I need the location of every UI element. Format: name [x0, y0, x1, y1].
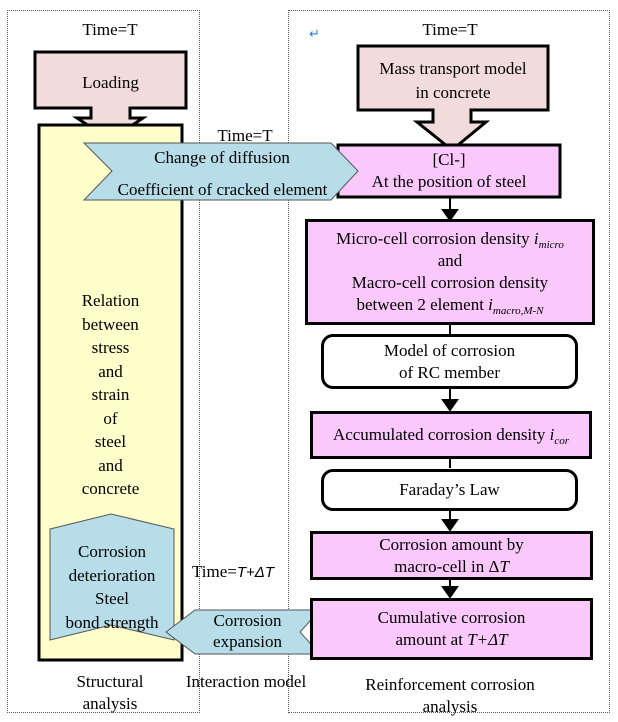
- amount-var: T: [499, 556, 509, 576]
- connector-arrows: [441, 197, 459, 599]
- interaction-time-top: Time=T: [217, 126, 273, 145]
- stress-strain-text: Relation between stress and strain of st…: [39, 289, 182, 501]
- cumulative-expr: T+ΔT: [467, 630, 508, 649]
- structural-footer: Structural analysis: [40, 671, 180, 715]
- macro-var: i: [488, 295, 493, 314]
- relation-line: Relation: [81, 291, 140, 310]
- return-mark-icon: ↵: [309, 27, 320, 42]
- cumulative-corrosion-box: Cumulative corrosion amount at T+ΔT: [310, 598, 593, 660]
- relation-line: steel: [94, 432, 127, 451]
- mass-transport-text: Mass transport model in concrete: [358, 57, 548, 105]
- relation-line: and: [98, 455, 123, 475]
- corrosion-expansion-text: Corrosion expansion: [190, 610, 305, 652]
- time-prefix: Time=: [192, 562, 237, 581]
- micro-line1: Micro-cell corrosion density imicro: [336, 228, 564, 251]
- relation-line: stress: [91, 338, 130, 357]
- relation-line: between: [82, 314, 139, 334]
- faraday-label: Faraday’s Law: [399, 480, 500, 499]
- structural-time-label: Time=T: [82, 20, 138, 39]
- corrosion-effect-line: Corrosion: [78, 542, 146, 561]
- accumulated-sub: cor: [554, 435, 570, 447]
- micro-sub: micro: [538, 239, 564, 251]
- corrosion-amount-box: Corrosion amount by macro-cell in ΔT: [310, 531, 593, 580]
- corrosion-model-box: Model of corrosion of RC member: [321, 334, 578, 389]
- reinforcement-time-label: Time=T: [422, 20, 478, 39]
- chloride-box: [336, 143, 562, 199]
- amount-line1: Corrosion amount by: [379, 534, 524, 554]
- time-expression: T+ΔT: [236, 564, 275, 581]
- micro-line2: and: [437, 251, 463, 270]
- amount-text: macro-cell in Δ: [394, 556, 500, 576]
- mass-transport-line: Mass transport model: [379, 59, 527, 78]
- micro-line4: between 2 element imacro,M-N: [356, 294, 544, 317]
- chloride-line: [Cl-]: [432, 150, 466, 169]
- relation-line: of: [103, 408, 118, 428]
- cumulative-line2: amount at T+ΔT: [395, 629, 507, 651]
- diffusion-line1: Change of diffusion: [154, 148, 290, 167]
- diffusion-change-arrow: [82, 142, 359, 201]
- chloride-text: [Cl-] At the position of steel: [338, 149, 560, 193]
- macro-sub: macro,M-N: [492, 305, 544, 317]
- cumulative-text: amount at: [395, 630, 468, 649]
- corrosion-effect-line: bond strength: [65, 612, 159, 632]
- structural-footer-line: Structural: [76, 672, 144, 691]
- accumulated-text: Accumulated corrosion density: [332, 425, 550, 444]
- relation-line: and: [98, 361, 123, 381]
- macro-text: between 2 element: [356, 295, 489, 314]
- reinforcement-footer: Reinforcement corrosion analysis: [320, 674, 580, 718]
- accumulated-var: i: [549, 425, 555, 444]
- expansion-line: expansion: [213, 632, 282, 651]
- corrosion-deterioration-text: Corrosion deterioration Steel bond stren…: [50, 540, 174, 634]
- cumulative-line1: Cumulative corrosion: [377, 608, 526, 627]
- diffusion-line2: Coefficient of cracked element: [117, 180, 328, 199]
- micro-text: Micro-cell corrosion density: [336, 229, 534, 248]
- corrosion-deterioration-shape: [49, 513, 175, 641]
- reinforcement-footer-line: Reinforcement corrosion: [365, 675, 535, 694]
- interaction-time-bottom: Time=T+ΔT: [192, 561, 292, 583]
- amount-line2: macro-cell in ΔT: [394, 556, 509, 578]
- expansion-line: Corrosion: [213, 611, 282, 630]
- structural-footer-line: analysis: [82, 694, 138, 713]
- reinforcement-footer-line: analysis: [422, 697, 478, 716]
- accumulated-density-box: Accumulated corrosion density icor: [310, 411, 592, 459]
- mass-transport-callout: [356, 44, 550, 152]
- loading-label: Loading: [82, 73, 139, 92]
- mass-transport-line: in concrete: [415, 83, 491, 102]
- reinforcement-analysis-panel: [288, 10, 610, 713]
- faraday-law-box: Faraday’s Law: [321, 469, 578, 511]
- accumulated-line: Accumulated corrosion density icor: [332, 424, 570, 447]
- micro-var: i: [533, 229, 539, 248]
- corrosion-effect-line: Steel: [95, 589, 129, 608]
- micro-line3: Macro-cell corrosion density: [351, 273, 549, 292]
- relation-line: concrete: [81, 479, 140, 498]
- chloride-line: At the position of steel: [371, 172, 527, 191]
- interaction-footer: Interaction model: [185, 672, 307, 691]
- structural-analysis-panel: [7, 10, 200, 713]
- model-line: Model of corrosion: [383, 340, 516, 360]
- model-line: of RC member: [398, 362, 501, 382]
- corrosion-density-box: Micro-cell corrosion density imicro and …: [305, 219, 595, 325]
- corrosion-effect-line: deterioration: [68, 565, 156, 585]
- relation-line: strain: [91, 385, 130, 404]
